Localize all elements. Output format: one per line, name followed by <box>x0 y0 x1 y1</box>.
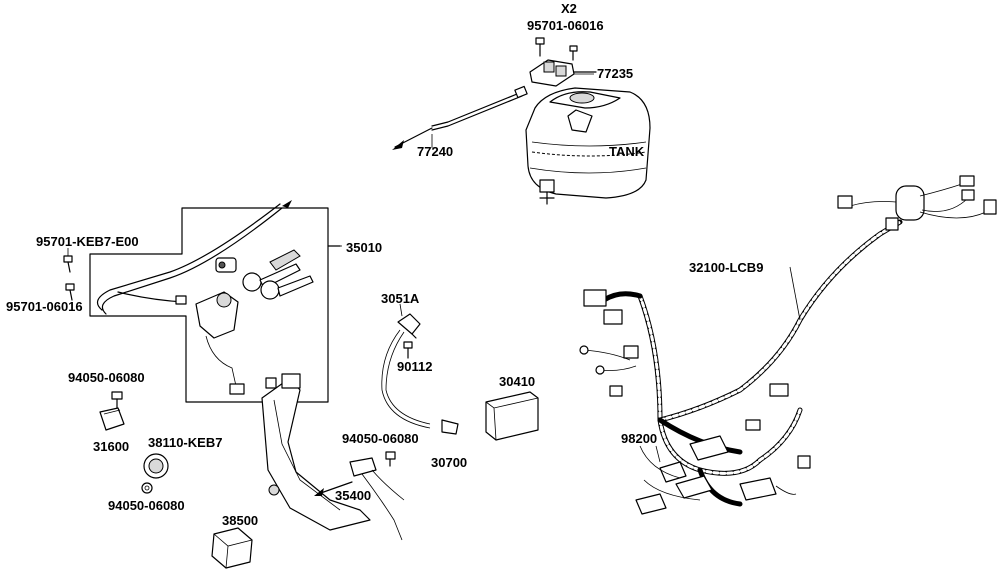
label-38110-keb7: 38110-KEB7 <box>148 435 223 450</box>
leader-lines <box>67 73 801 463</box>
label-95701-06016-top: 95701-06016 <box>527 18 604 33</box>
label-35400: 35400 <box>335 488 372 503</box>
label-77240: 77240 <box>417 144 454 159</box>
label-x2: X2 <box>561 1 577 16</box>
label-38500: 38500 <box>222 513 259 528</box>
bracket-35400 <box>261 373 405 541</box>
screws-95701 <box>63 255 75 301</box>
flasher-38500 <box>211 527 253 569</box>
screw-95701-06016-top <box>535 37 578 61</box>
label-95701-keb7-e00: 95701-KEB7-E00 <box>36 234 139 249</box>
screw-90112 <box>403 341 413 359</box>
keys <box>242 249 314 300</box>
horn-38110 <box>143 453 169 479</box>
seat-lock-cable <box>96 200 292 315</box>
nut-94050-b <box>141 482 153 494</box>
label-94050-06080-c: 94050-06080 <box>342 431 419 446</box>
label-98200: 98200 <box>621 431 658 446</box>
label-94050-06080-a: 94050-06080 <box>68 370 145 385</box>
label-3051a: 3051A <box>381 291 420 306</box>
label-94050-06080-b: 94050-06080 <box>108 498 185 513</box>
lock-cylinder <box>215 257 237 273</box>
label-35010: 35010 <box>346 240 383 255</box>
label-30410: 30410 <box>499 374 536 389</box>
relay-31600 <box>99 407 125 431</box>
label-31600: 31600 <box>93 439 130 454</box>
label-tank: TANK <box>609 144 645 159</box>
label-95701-06016-left: 95701-06016 <box>6 299 83 314</box>
cable-77240 <box>392 85 528 150</box>
wire-harness-32100 <box>579 175 997 507</box>
label-77235: 77235 <box>597 66 634 81</box>
bolt-94050-a <box>111 391 123 409</box>
sensor-3051a <box>381 313 431 429</box>
bolt-94050-c <box>385 451 396 467</box>
label-90112: 90112 <box>397 359 433 374</box>
label-30700: 30700 <box>431 455 468 470</box>
cdi-unit-30410 <box>485 391 539 441</box>
fuse-box-98200 <box>635 435 797 515</box>
wire-30700 <box>441 419 459 435</box>
ignition-switch <box>195 291 245 395</box>
cable-bracket-77235 <box>529 59 597 87</box>
label-32100-lcb9: 32100-LCB9 <box>689 260 764 275</box>
fuel-tank <box>525 87 651 205</box>
